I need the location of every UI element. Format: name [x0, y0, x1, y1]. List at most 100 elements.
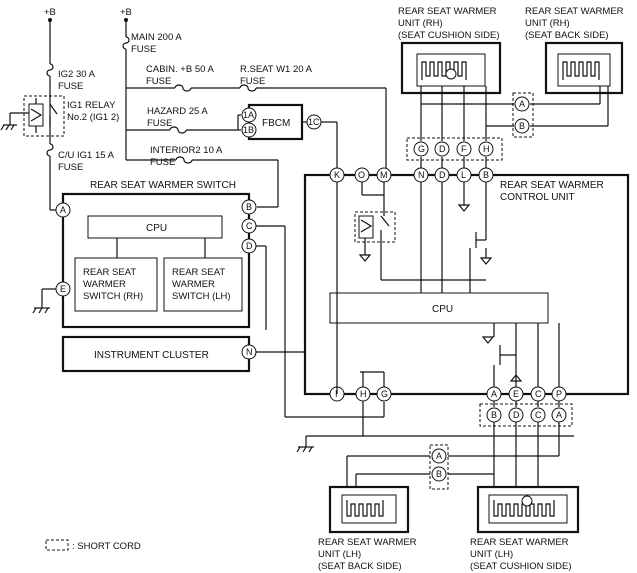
rh-short-f: F — [461, 144, 467, 154]
svg-text:HAZARD 25 A: HAZARD 25 A — [147, 106, 208, 117]
cluster-pin-n-label: N — [246, 347, 253, 357]
cu-ig1-fuse-label: C/U IG1 15 A — [58, 150, 115, 161]
cu-pin-m-label: M — [380, 170, 388, 180]
switch-lh-label: REAR SEAT — [172, 267, 225, 278]
rh-back-label: REAR SEAT WARMER — [525, 6, 624, 17]
lh-short-a: A — [556, 410, 562, 420]
cu-pin-b-label: B — [483, 170, 489, 180]
rh-heater-icon — [445, 68, 457, 80]
relay-label: IG1 RELAY — [67, 100, 116, 111]
rh-cushion-label: REAR SEAT WARMER — [398, 6, 497, 17]
supply-b-left: +B — [44, 7, 56, 18]
cluster-box — [61, 335, 251, 373]
instrument-cluster: INSTRUMENT CLUSTER N — [61, 335, 330, 395]
interior2-fuse-symbol — [175, 156, 193, 164]
main-fuse-label-2: FUSE — [131, 44, 156, 55]
lh-cushion-label: REAR SEAT WARMER — [470, 537, 569, 548]
svg-text:SWITCH (LH): SWITCH (LH) — [172, 291, 231, 302]
cu-pin-h-label: H — [360, 389, 367, 399]
cu-pin-e-label: E — [513, 389, 519, 399]
cu-ig1-fuse-label-2: FUSE — [58, 162, 83, 173]
rh-cushion-unit: REAR SEAT WARMER UNIT (RH) (SEAT CUSHION… — [398, 6, 502, 95]
cabin-fuse-symbol — [174, 84, 192, 92]
svg-text:(SEAT BACK SIDE): (SEAT BACK SIDE) — [525, 30, 609, 41]
hazard-fuse-label: HAZARD 25 A — [147, 106, 208, 117]
fbcm-pin-1a — [241, 107, 257, 123]
svg-text:REAR SEAT: REAR SEAT — [172, 267, 225, 278]
rh-cushion-label-3: (SEAT CUSHION SIDE) — [398, 30, 500, 41]
supply-b-right: +B — [120, 7, 132, 18]
lh-heater-icon — [521, 495, 533, 507]
svg-text:(SEAT CUSHION SIDE): (SEAT CUSHION SIDE) — [398, 30, 500, 41]
svg-text:REAR SEAT WARMER: REAR SEAT WARMER — [525, 6, 624, 17]
rear-seat-warmer-switch: REAR SEAT WARMER SWITCH CPU REAR SEAT WA… — [32, 180, 257, 329]
cu-pin-d-label: D — [439, 170, 446, 180]
svg-text:(SEAT BACK SIDE): (SEAT BACK SIDE) — [318, 561, 402, 572]
svg-text:FUSE: FUSE — [240, 76, 265, 87]
fbcm-label: FBCM — [262, 118, 290, 129]
rh-side-b: B — [519, 121, 525, 131]
ig2-fuse-label: IG2 30 A — [58, 69, 96, 80]
fbcm-pin-1b-label: 1B — [243, 125, 254, 135]
hazard-fuse-symbol — [169, 126, 187, 134]
ig1-relay — [0, 95, 65, 137]
cu-pin-o-label: O — [358, 170, 365, 180]
svg-text:REAR SEAT WARMER: REAR SEAT WARMER — [470, 537, 569, 548]
control-unit-box — [303, 173, 630, 396]
top-supply: +B MAIN 200 A FUSE CABIN. +B 50 A FUSE R… — [120, 7, 386, 208]
cu-relay — [354, 211, 396, 243]
rh-short-g: G — [418, 144, 425, 154]
svg-text:SWITCH (RH): SWITCH (RH) — [83, 291, 143, 302]
interior2-fuse-label-2: FUSE — [150, 157, 175, 168]
lh-cushion-label-2: UNIT (LH) — [470, 549, 513, 560]
ig2-fuse-label-2: FUSE — [58, 81, 83, 92]
cu-pin-a-label: A — [491, 389, 497, 399]
lh-cushion-label-3: (SEAT CUSHION SIDE) — [470, 561, 572, 572]
ground-icon — [296, 446, 314, 453]
switch-pin-a-label: A — [60, 205, 66, 215]
interior2-fuse-label: INTERIOR2 10 A — [150, 145, 223, 156]
svg-text:REAR SEAT WARMER: REAR SEAT WARMER — [318, 537, 417, 548]
svg-text:UNIT (RH): UNIT (RH) — [398, 18, 443, 29]
switch-title: REAR SEAT WARMER SWITCH — [90, 180, 236, 191]
cu-pin-c-label: C — [535, 389, 542, 399]
cu-ig1-fuse-symbol — [46, 143, 54, 157]
cabin-fuse-label: CABIN. +B 50 A — [146, 64, 215, 75]
svg-text:REAR SEAT WARMER: REAR SEAT WARMER — [500, 180, 604, 191]
rh-side-a: A — [519, 99, 525, 109]
svg-text:UNIT (RH): UNIT (RH) — [525, 18, 570, 29]
rear-seat-warmer-control-unit: REAR SEAT WARMER CONTROL UNIT CPU K O M … — [303, 167, 630, 402]
cu-pin-g-label: G — [381, 389, 388, 399]
rh-short-cord-side: A B — [512, 92, 534, 138]
ground-triangle — [479, 257, 493, 265]
left-supply: +B IG2 30 A FUSE IG1 RELAY No.2 (IG — [0, 7, 119, 211]
ground-triangle — [481, 336, 495, 344]
rseat-fuse-symbol — [239, 84, 257, 92]
svg-text:INTERIOR2 10 A: INTERIOR2 10 A — [150, 145, 223, 156]
switch-pin-a — [55, 202, 71, 218]
relay-label-2: No.2 (IG1 2) — [67, 112, 119, 123]
ground-icon — [32, 307, 50, 314]
svg-text:FUSE: FUSE — [58, 81, 83, 92]
switch-pin-c-label: C — [246, 221, 253, 231]
svg-text:No.2 (IG1 2): No.2 (IG1 2) — [67, 112, 119, 123]
lh-back-label: REAR SEAT WARMER — [318, 537, 417, 548]
fbcm-pin-1b — [241, 122, 257, 138]
svg-text:FUSE: FUSE — [58, 162, 83, 173]
svg-text:(SEAT CUSHION SIDE): (SEAT CUSHION SIDE) — [470, 561, 572, 572]
fbcm: FBCM 1A 1B 1C — [237, 103, 338, 168]
control-unit-cpu-label: CPU — [432, 304, 453, 315]
ground-triangle — [509, 374, 523, 382]
svg-text:FUSE: FUSE — [146, 76, 171, 87]
legend: : SHORT CORD — [45, 539, 141, 552]
svg-text:R.SEAT W1 20 A: R.SEAT W1 20 A — [240, 64, 313, 75]
switch-lh-label-3: SWITCH (LH) — [172, 291, 231, 302]
lh-side-a: A — [436, 451, 442, 461]
rseat-fuse-label-2: FUSE — [240, 76, 265, 87]
cluster-label: INSTRUMENT CLUSTER — [94, 350, 209, 361]
switch-cpu-label: CPU — [146, 223, 167, 234]
svg-text:FUSE: FUSE — [150, 157, 175, 168]
svg-text:CABIN. +B 50 A: CABIN. +B 50 A — [146, 64, 215, 75]
lh-back-label-3: (SEAT BACK SIDE) — [318, 561, 402, 572]
